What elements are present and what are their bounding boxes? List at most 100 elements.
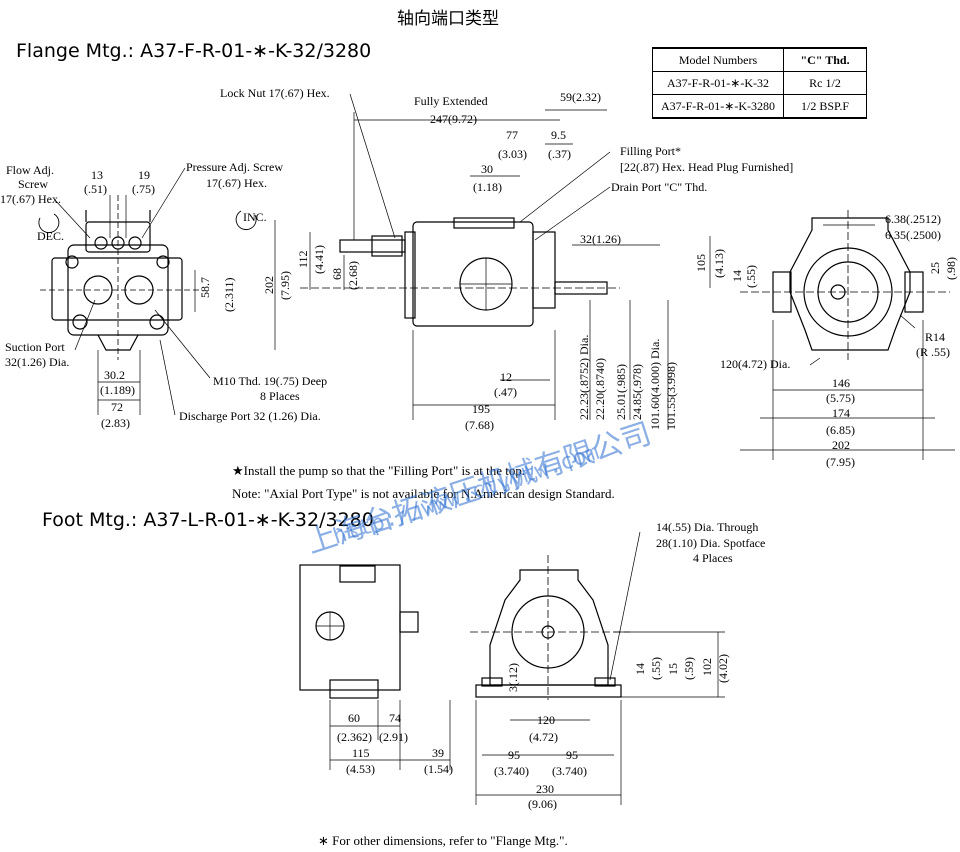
- table-row: A37-F-R-01-∗-K-32 Rc 1/2: [652, 71, 867, 95]
- dim-202-end: 202: [832, 438, 850, 452]
- mount-holes-label: 14(.55) Dia. Through: [656, 520, 759, 534]
- radius-label: R14: [925, 330, 946, 344]
- dim-shaft-dia-2: 25.01(.985): [614, 364, 628, 420]
- dim-12-in: (.47): [494, 385, 517, 399]
- pressure-adj-label: 17(.67) Hex.: [206, 176, 267, 190]
- dim-202-end-in: (7.95): [826, 455, 855, 469]
- dim-115: 115: [352, 746, 370, 760]
- dim-102: 102: [700, 658, 714, 676]
- mount-holes-label: 4 Places: [693, 551, 733, 565]
- side-view-flange: [274, 93, 711, 430]
- mount-holes-label: 28(1.10) Dia. Spotface: [656, 536, 766, 550]
- dim-9-5: 9.5: [551, 128, 566, 142]
- dim-195: 195: [472, 402, 490, 416]
- dim-14-foot-in: (.55): [649, 657, 663, 680]
- dim-39-in: (1.54): [424, 762, 453, 776]
- table-cell: Rc 1/2: [783, 71, 867, 95]
- foot-mount-title: Foot Mtg.: A37-L-R-01-∗-K-32/3280: [42, 509, 374, 531]
- end-view-foot: [470, 531, 725, 805]
- dim-102-in: (4.02): [716, 654, 730, 683]
- drain-port-label: Drain Port "C" Thd.: [611, 180, 708, 194]
- dim-77: 77: [506, 128, 518, 142]
- dim-15-in: (.59): [682, 657, 696, 680]
- flange-mount-title: Flange Mtg.: A37-F-R-01-∗-K-32/3280: [16, 40, 372, 62]
- dim-95-left: 95: [508, 748, 520, 762]
- dim-3: 3(.12): [506, 663, 520, 692]
- table-cell: A37-F-R-01-∗-K-3280: [652, 94, 784, 119]
- dim-60: 60: [348, 711, 360, 725]
- discharge-port-label: Discharge Port 32 (1.26) Dia.: [179, 409, 321, 423]
- dim-shaft-dia: 22.20(.8740): [593, 358, 607, 420]
- dim-112: 112: [296, 250, 310, 268]
- dim-12: 12: [500, 370, 512, 384]
- dim-30-2: 30.2: [104, 368, 125, 382]
- m10-thread-label: 8 Places: [260, 389, 300, 403]
- table-cell: 1/2 BSP.F: [783, 94, 867, 119]
- model-thread-table: Model Numbers "C" Thd. A37-F-R-01-∗-K-32…: [652, 47, 867, 119]
- dim-58-7-in: (2.311): [222, 277, 236, 312]
- dim-58-7: 58.7: [198, 277, 212, 298]
- dim-key-width: 6.38(.2512): [885, 212, 941, 226]
- dim-202: 202: [262, 276, 276, 294]
- dim-146-in: (5.75): [826, 391, 855, 405]
- dim-68-in: (2.68): [346, 261, 360, 290]
- dim-59: 59(2.32): [560, 90, 601, 104]
- flow-adj-label: 17(.67) Hex.: [0, 192, 61, 206]
- table-header-cell: Model Numbers: [652, 47, 784, 72]
- m10-thread-label: M10 Thd. 19(.75) Deep: [213, 374, 328, 388]
- dim-115-in: (4.53): [346, 762, 375, 776]
- dim-68: 68: [330, 268, 344, 280]
- dim-key-width: 6.35(.2500): [885, 228, 941, 242]
- table-header-cell: "C" Thd.: [783, 47, 867, 72]
- other-dimensions-note: ∗ For other dimensions, refer to "Flange…: [318, 833, 568, 848]
- dim-14-in: (.55): [744, 265, 758, 288]
- dim-30: 30: [481, 162, 493, 176]
- fully-extended-label: Fully Extended: [414, 94, 488, 108]
- dim-202-in: (7.95): [278, 271, 292, 300]
- dim-120: 120: [537, 713, 555, 727]
- filling-port-label: Filling Port*: [620, 144, 682, 158]
- suction-port-label: 32(1.26) Dia.: [5, 355, 70, 369]
- dim-247: 247(9.72): [430, 112, 477, 126]
- dim-shaft-dia: 22.23(.8752) Dia.: [577, 334, 591, 420]
- dim-19-in: (.75): [132, 182, 155, 196]
- suction-port-label: Suction Port: [5, 340, 65, 354]
- pilot-dia-label: 120(4.72) Dia.: [720, 357, 791, 371]
- dim-105-in: (4.13): [712, 249, 726, 278]
- dim-230: 230: [536, 782, 554, 796]
- dim-14-foot: 14: [633, 663, 647, 675]
- dim-15: 15: [666, 663, 680, 675]
- dim-25: 25: [928, 262, 942, 274]
- dim-174: 174: [832, 406, 850, 420]
- axial-port-note: Note: "Axial Port Type" is not available…: [232, 486, 615, 501]
- inc-label: INC.: [243, 210, 267, 224]
- page-title: 轴向端口类型: [397, 9, 499, 29]
- dim-30-in: (1.18): [473, 180, 502, 194]
- dim-25-in: (.98): [944, 257, 958, 280]
- lock-nut-label: Lock Nut 17(.67) Hex.: [220, 86, 330, 100]
- dim-120-in: (4.72): [529, 730, 558, 744]
- dim-230-in: (9.06): [528, 797, 557, 811]
- dim-13: 13: [91, 168, 103, 182]
- dim-39: 39: [432, 746, 444, 760]
- dim-77-in: (3.03): [498, 147, 527, 161]
- dim-95-right-in: (3.740): [552, 764, 587, 778]
- dim-19: 19: [138, 168, 150, 182]
- dim-pilot-dia: 101.55(3.998): [664, 362, 678, 430]
- flow-adj-label: Flow Adj.: [6, 163, 55, 177]
- dim-112-in: (4.41): [312, 245, 326, 274]
- dim-32: 32(1.26): [580, 232, 621, 246]
- dim-146: 146: [832, 376, 850, 390]
- flow-adj-label: Screw: [18, 177, 48, 191]
- dim-74: 74: [389, 711, 401, 725]
- dim-105: 105: [694, 254, 708, 272]
- dim-pilot-dia: 101.60(4.000) Dia.: [648, 338, 662, 430]
- table-header-row: Model Numbers "C" Thd.: [652, 47, 867, 72]
- dim-174-in: (6.85): [826, 423, 855, 437]
- dim-72: 72: [111, 400, 123, 414]
- dim-9-5-in: (.37): [548, 147, 571, 161]
- dim-14: 14: [730, 270, 744, 282]
- dim-30-2-in: (1.189): [100, 383, 135, 397]
- dim-72-in: (2.83): [101, 416, 130, 430]
